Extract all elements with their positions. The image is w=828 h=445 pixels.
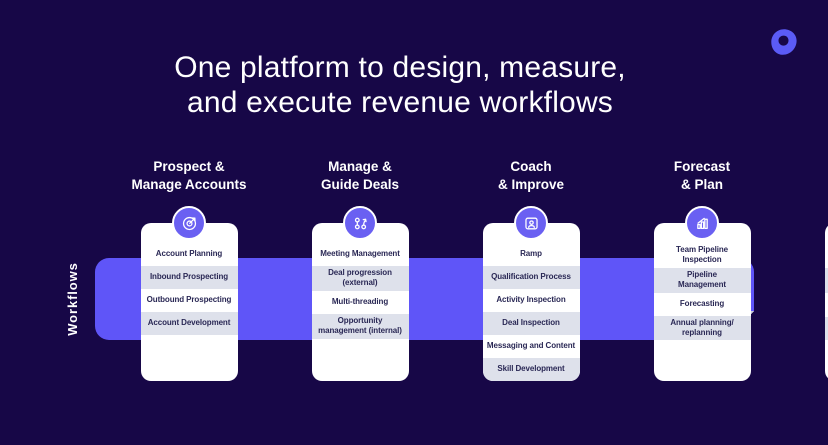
column-header: Manage & Guide Deals: [320, 159, 400, 192]
workflow-item: Account Planning: [155, 249, 223, 259]
workflow-card: Account Onboarding Customer Lifecycle an…: [824, 223, 828, 381]
workflow-item: Annual planning/ replanning: [653, 315, 751, 341]
deal-flow-icon: [343, 206, 377, 240]
column-header: Prospect & Manage Accounts: [131, 159, 247, 192]
workflow-card: Account Planning Inbound Prospecting Out…: [140, 223, 238, 381]
page-title: One platform to design, measure, and exe…: [174, 51, 626, 120]
workflow-card: Meeting Management Deal progression (ext…: [311, 223, 409, 381]
column-coach-improve: Coach & Improve Ramp Qualification Proce…: [456, 158, 606, 381]
workflow-item: Account Development: [140, 312, 238, 335]
workflow-card: Ramp Qualification Process Activity Insp…: [482, 223, 580, 381]
workflow-item: Forecasting: [679, 298, 725, 308]
workflow-item: Deal Inspection: [482, 312, 580, 335]
workflow-item: Outbound Prospecting: [146, 295, 232, 305]
workflow-item: Activity Inspection: [496, 295, 566, 305]
column-retain-expand: Retain & Expand Account Onboarding Custo…: [798, 158, 828, 381]
column-manage-guide-deals: Manage & Guide Deals Meeting Management …: [285, 158, 435, 381]
workflow-item: Qualification Process: [482, 266, 580, 289]
column-header: Coach & Improve: [497, 159, 565, 192]
workflows-side-label: Workflows: [65, 262, 80, 336]
workflow-item: Deal progression (external): [311, 266, 409, 291]
workflow-item: Team Pipeline Inspection: [676, 245, 728, 265]
coach-screen-icon: [514, 206, 548, 240]
workflow-item: Messaging and Content: [486, 341, 576, 351]
column-prospect-manage-accounts: Prospect & Manage Accounts Account Plann…: [114, 158, 264, 381]
workflow-card: Team Pipeline Inspection Pipeline Manage…: [653, 223, 751, 381]
workflow-item: Meeting Management: [320, 249, 400, 259]
column-header: Retain & Expand: [798, 158, 828, 198]
workflow-item: Pipeline Management: [653, 267, 751, 293]
workflow-item: Inbound Prospecting: [140, 266, 238, 289]
workflow-item: Multi-threading: [331, 297, 389, 307]
workflow-item: Customer Lifecycle and Renewal: [824, 267, 828, 293]
column-forecast-plan: Forecast & Plan Team Pipeline Inspection…: [627, 158, 777, 381]
workflow-item: Skill Development: [482, 358, 580, 381]
workflow-columns: Prospect & Manage Accounts Account Plann…: [114, 158, 828, 381]
workflow-item: Customer Health and Churn Mitigation: [825, 293, 828, 318]
workflow-item: Opportunity management (internal): [311, 313, 409, 339]
workflow-item: Account Onboarding: [825, 243, 828, 268]
column-header: Forecast & Plan: [673, 159, 731, 192]
outreach-logo-icon: [769, 27, 799, 57]
target-check-icon: [172, 206, 206, 240]
workflow-item: Ramp: [520, 249, 542, 259]
bar-chart-icon: [685, 206, 719, 240]
workflow-item: Upsell and Cross-sell: [824, 317, 828, 341]
